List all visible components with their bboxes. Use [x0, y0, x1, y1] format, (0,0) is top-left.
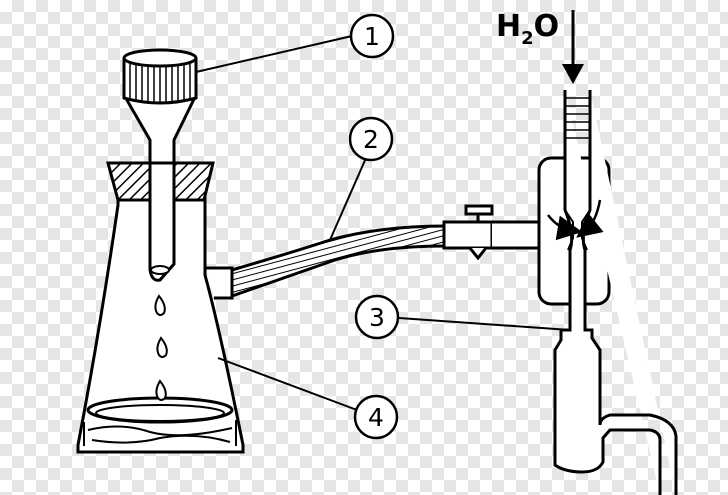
stopcock-valve[interactable] — [442, 204, 494, 261]
callout-3: 3 — [354, 294, 571, 340]
filter-flask — [76, 193, 245, 454]
callout-2: 2 — [329, 116, 394, 241]
vacuum-hose — [230, 224, 447, 299]
callout-3-label: 3 — [369, 303, 385, 332]
water-aspirator-pump — [537, 90, 678, 495]
buchner-funnel — [122, 48, 198, 282]
pump-side-tube — [492, 220, 547, 250]
water-inlet-label: H2O — [496, 9, 559, 49]
callout-1: 1 — [195, 13, 395, 73]
callout-4-label: 4 — [368, 403, 384, 432]
callout-1-label: 1 — [364, 22, 380, 51]
callout-2-label: 2 — [363, 125, 379, 154]
water-inlet-arrow — [562, 10, 584, 84]
callout-4: 4 — [217, 357, 399, 440]
